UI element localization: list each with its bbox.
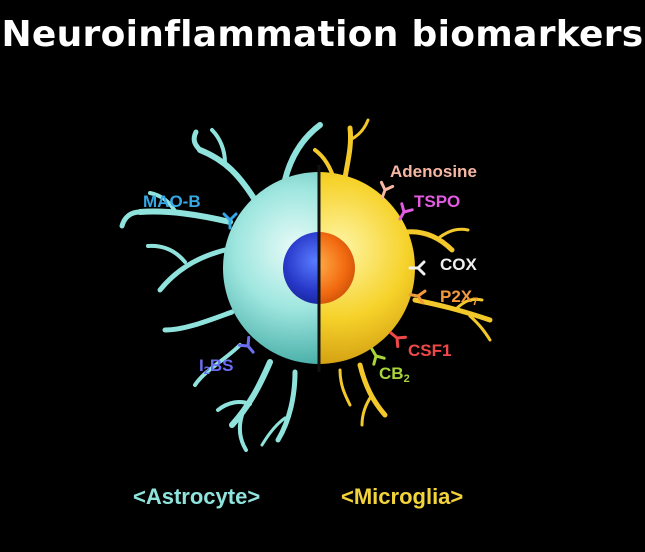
label-mao-b: MAO-B (143, 192, 201, 211)
adenosine-receptor-icon (379, 180, 395, 200)
tspo-receptor-icon (398, 202, 414, 221)
label-p2x7: P2X7 (440, 287, 478, 308)
label-cb2: CB2 (379, 364, 410, 385)
i2bs-receptor-icon (238, 336, 255, 354)
label-cb2-main: CB (379, 364, 404, 383)
receptors (222, 180, 427, 366)
cell-body (223, 165, 415, 372)
astrocyte-half (223, 172, 319, 364)
astrocyte-processes (119, 122, 323, 452)
caption-astrocyte: <Astrocyte> (133, 484, 261, 509)
label-i2bs-main: I (199, 356, 204, 375)
label-i2bs: I2BS (199, 356, 233, 377)
label-csf1: CSF1 (408, 341, 452, 360)
caption-microglia: <Microglia> (341, 484, 464, 509)
label-tspo: TSPO (414, 192, 461, 211)
p2x7-receptor-icon (408, 289, 427, 305)
cox-receptor-icon (408, 260, 426, 276)
astrocyte-nucleus (283, 232, 319, 304)
label-i2bs-rest: BS (209, 356, 234, 375)
label-adenosine: Adenosine (390, 162, 477, 181)
label-i2bs-sub: 2 (203, 365, 210, 377)
label-p2x7-sub: 7 (472, 296, 479, 308)
microglia-half (319, 172, 415, 364)
page-title: Neuroinflammation biomarkers (1, 14, 644, 55)
label-p2x7-main: P2X (440, 287, 473, 306)
cb2-receptor-icon (370, 347, 386, 366)
label-cb2-sub: 2 (403, 373, 410, 385)
microglia-nucleus (319, 232, 355, 304)
mao-b-receptor-icon (222, 212, 238, 230)
label-cox: COX (440, 255, 477, 274)
csf1-receptor-icon (389, 331, 407, 348)
